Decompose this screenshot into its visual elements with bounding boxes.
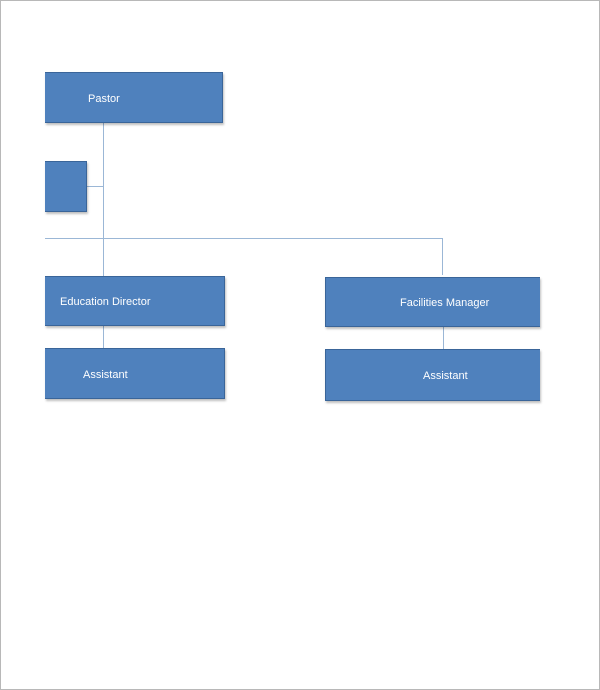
education-assistant-label: Assistant — [83, 369, 128, 381]
education-director-label: Education Director — [60, 296, 151, 308]
connector-pastor-trunk — [103, 122, 104, 276]
education-assistant-box[interactable]: Assistant — [45, 348, 225, 399]
education-director-box[interactable]: Education Director — [45, 276, 225, 326]
connector-facilities-assistant — [443, 327, 444, 350]
facilities-manager-box[interactable]: Facilities Manager — [325, 277, 540, 327]
connector-education-assistant — [103, 325, 104, 348]
connector-unnamed-branch — [86, 186, 104, 187]
unnamed-box[interactable] — [45, 161, 87, 212]
facilities-manager-label: Facilities Manager — [400, 297, 490, 309]
pastor-box[interactable]: Pastor — [45, 72, 223, 123]
facilities-assistant-label: Assistant — [423, 370, 468, 382]
pastor-label: Pastor — [88, 93, 120, 105]
connector-facilities-drop — [442, 238, 443, 275]
connector-horizontal-bus — [45, 238, 443, 239]
facilities-assistant-box[interactable]: Assistant — [325, 349, 540, 401]
